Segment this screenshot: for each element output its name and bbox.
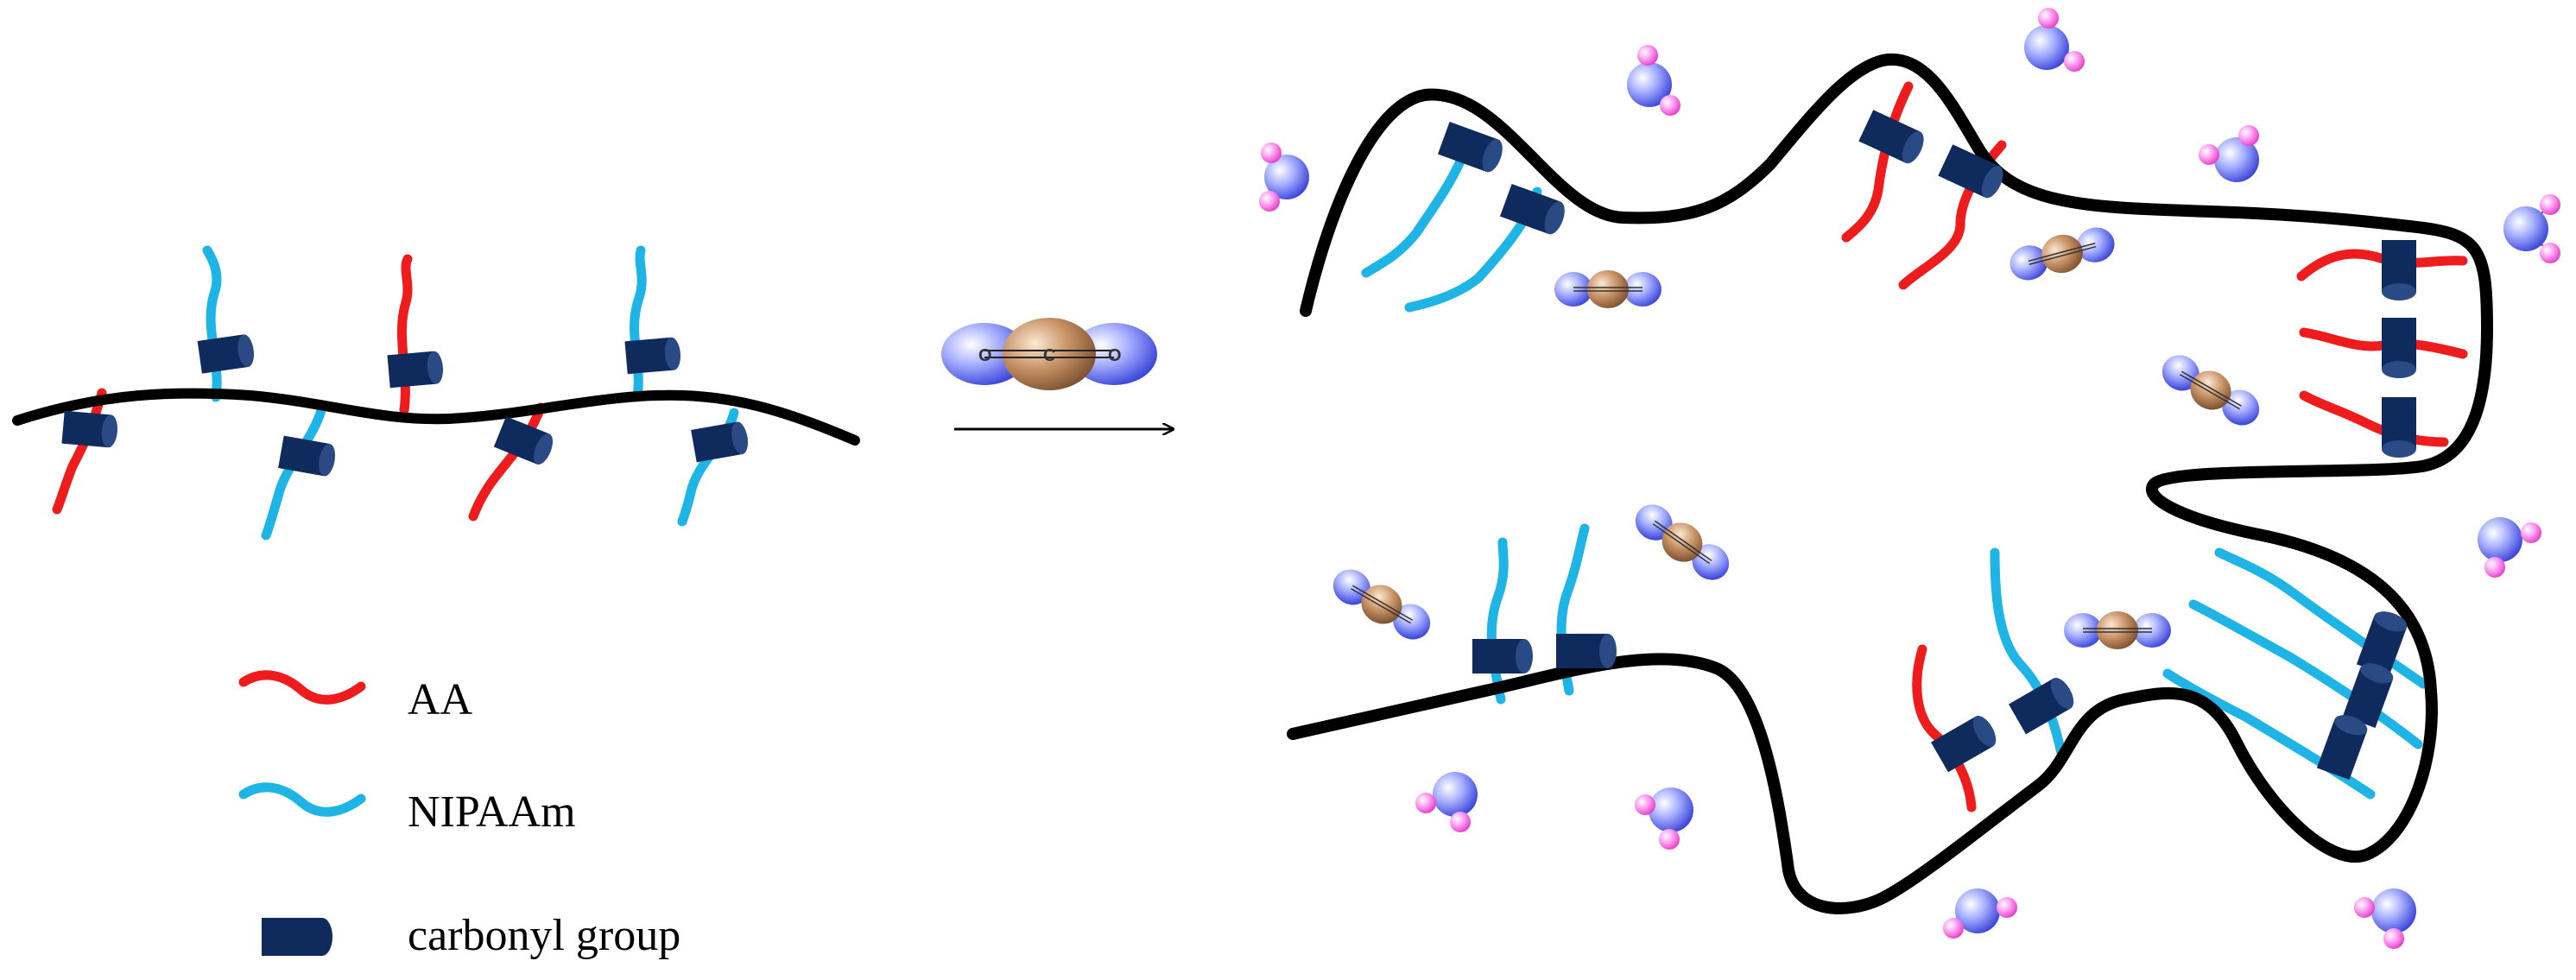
co2-o-label: O [978, 346, 992, 365]
nipaam-side-chain [261, 405, 326, 541]
nipaam-side-chain [630, 245, 647, 402]
carbonyl-group-icon [2316, 715, 2368, 781]
folded-polymer [1287, 53, 2493, 914]
water-molecule-icon [2503, 194, 2560, 263]
legend: AA NIPAAm carbonyl group [238, 670, 680, 960]
legend-aa-label: AA [408, 675, 473, 724]
carbonyl-group-icon [2009, 677, 2074, 735]
legend-nipaam-swatch [238, 782, 366, 817]
carbonyl-group-icon [1858, 110, 1924, 164]
carbonyl-group-icon [493, 416, 554, 465]
carbonyl-group-icon [2382, 240, 2416, 300]
co2-molecule-icon: O C O [941, 318, 1157, 390]
polymer-backbone-folded [1287, 53, 2493, 914]
water-molecule-icon [1943, 888, 2017, 939]
co2-molecule-icon [2010, 227, 2115, 281]
water-molecules [1259, 8, 2560, 949]
reaction-arrow-group: O C O [941, 318, 1173, 429]
water-molecule-icon [2478, 517, 2541, 578]
carbonyl-groups-right [1437, 110, 2416, 781]
co2-molecule-icon [1332, 569, 1431, 640]
carbonyl-group-icon [1938, 144, 2003, 199]
legend-carbonyl-group-icon [262, 918, 332, 956]
carbonyl-group-icon [1472, 639, 1533, 673]
carbonyl-group-icon [387, 351, 444, 389]
carbonyl-groups-left [61, 334, 749, 477]
co2-c-label: C [1043, 346, 1055, 365]
co2-o-label: O [1108, 346, 1122, 365]
aa-side-chain [1912, 644, 1977, 812]
co2-molecule-icon [1635, 504, 1730, 580]
nipaam-side-chain [1990, 547, 2066, 758]
carbonyl-group-icon [61, 410, 118, 448]
water-molecule-icon [1635, 787, 1693, 850]
water-molecule-icon [1627, 45, 1680, 116]
carbonyl-group-icon [278, 435, 336, 477]
carbonyl-group-icon [197, 334, 255, 374]
carbonyl-group-icon [1931, 715, 1997, 773]
water-molecule-icon [2024, 8, 2085, 72]
carbonyl-group-icon [2356, 611, 2408, 677]
water-molecule-icon [2354, 888, 2416, 949]
water-molecule-icon [1259, 142, 1309, 212]
aa-side-chain [2299, 390, 2449, 447]
water-molecule-icon [2199, 125, 2259, 182]
carbonyl-group-icon [1437, 121, 1503, 173]
water-molecule-icon [1415, 772, 1478, 832]
nipaam-side-chain [202, 245, 222, 402]
carbonyl-group-icon [1499, 183, 1565, 235]
legend-carbonyl-label: carbonyl group [408, 911, 680, 960]
nipaam-side-chain [2188, 599, 2423, 749]
carbonyl-group-icon [624, 337, 681, 375]
aa-side-chain [396, 254, 413, 415]
co2-molecule-icon [2064, 611, 2171, 649]
carbonyl-group-icon [2382, 397, 2416, 458]
nipaam-side-chain [1486, 537, 1509, 705]
nipaam-side-chain [1361, 135, 1473, 278]
carbonyl-group-icon [1556, 634, 1617, 668]
co2-molecule-icon [1554, 270, 1661, 308]
carbonyl-group-icon [2382, 318, 2416, 378]
linear-polymer [12, 245, 860, 541]
co2-molecule-icon [2161, 355, 2260, 426]
carbonyl-group-icon [691, 421, 749, 463]
carbonyl-group-icon [2342, 663, 2394, 729]
legend-aa-swatch [238, 670, 366, 705]
aa-side-chain [1841, 81, 1914, 243]
polymer-backbone-linear [12, 388, 860, 446]
co2-molecules [1332, 227, 2260, 649]
legend-nipaam-label: NIPAAm [408, 787, 576, 837]
